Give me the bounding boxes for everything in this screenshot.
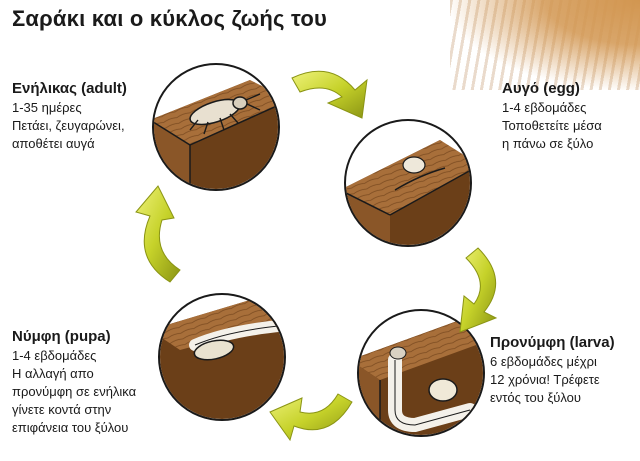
egg-icon (403, 157, 425, 173)
pupa-stage-circle (150, 294, 290, 430)
adult-stage-circle (150, 64, 290, 200)
egg-stage-circle (340, 120, 480, 260)
larva-stage-label: Προνύμφη (larva) 6 εβδομάδες μέχρι 12 χρ… (490, 334, 615, 407)
egg-stage-label: Αυγό (egg) 1-4 εβδομάδες Τοποθετείτε μέσ… (502, 80, 602, 153)
egg-icon (390, 347, 406, 359)
larva-stage-circle (350, 310, 490, 450)
adult-stage-label: Ενήλικας (adult) 1-35 ημέρες Πετάει, ζευ… (12, 80, 127, 153)
arrow-egg-to-larva (460, 248, 496, 332)
arrow-adult-to-egg (292, 71, 367, 118)
larva-icon (429, 379, 457, 401)
arrow-pupa-to-adult (136, 186, 180, 282)
pupa-stage-label: Νύμφη (pupa) 1-4 εβδομάδες Η αλλαγή απο … (12, 328, 136, 437)
arrow-larva-to-pupa (270, 394, 352, 440)
